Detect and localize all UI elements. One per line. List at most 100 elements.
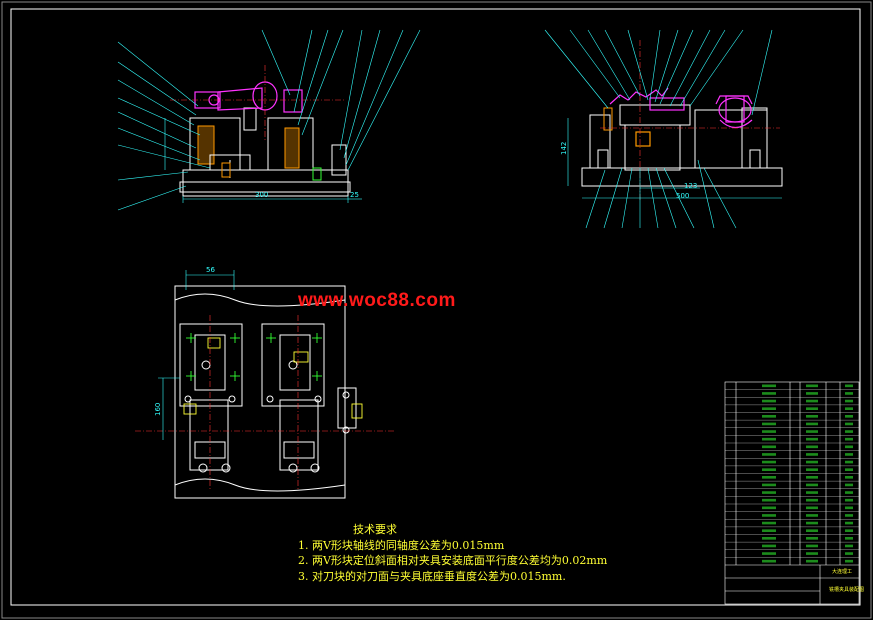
parts-row-mark: [806, 544, 818, 548]
parts-row-mark: [762, 476, 776, 479]
parts-row-mark: [806, 415, 818, 418]
parts-row-mark: [806, 476, 818, 479]
parts-row-mark: [762, 460, 776, 464]
parts-row-mark: [845, 384, 853, 388]
parts-row-mark: [762, 430, 776, 433]
parts-row-mark: [806, 422, 818, 426]
parts-row-mark: [762, 445, 776, 449]
front-view: [179, 107, 351, 197]
drawing-name: 铣槽夹具装配图: [829, 587, 865, 593]
parts-row-mark: [806, 521, 818, 525]
parts-row-mark: [806, 384, 818, 388]
parts-row-mark: [762, 407, 776, 410]
side-width-dim: 500: [676, 192, 689, 200]
parts-row-mark: [762, 483, 776, 487]
parts-row-mark: [762, 544, 776, 548]
parts-row-mark: [762, 529, 776, 532]
parts-row-mark: [806, 552, 818, 555]
parts-row-mark: [845, 392, 853, 395]
parts-row-mark: [806, 529, 818, 532]
side-inner-dim: 123: [684, 182, 697, 190]
side-height-dim: 142: [560, 142, 568, 155]
parts-row-mark: [762, 392, 776, 395]
parts-row-mark: [845, 529, 853, 532]
parts-row-mark: [762, 552, 776, 555]
parts-list-rows: [725, 389, 859, 558]
parts-row-mark: [762, 384, 776, 388]
parts-row-mark: [806, 514, 818, 517]
parts-row-mark: [762, 521, 776, 525]
parts-row-mark: [762, 559, 776, 563]
parts-row-mark: [845, 559, 853, 563]
parts-row-mark: [845, 521, 853, 525]
plan-view-highlight: [183, 337, 363, 419]
front-view-centerlines: [170, 65, 345, 140]
side-view: [581, 104, 783, 187]
parts-row-mark: [845, 437, 853, 441]
parts-row-mark: [806, 491, 818, 494]
parts-row-mark: [762, 506, 776, 510]
parts-row-mark: [845, 407, 853, 410]
side-view-highlight: [609, 87, 753, 147]
parts-row-mark: [845, 483, 853, 487]
plan-view-marks: [186, 333, 322, 381]
school-name: 大连理工: [832, 569, 853, 575]
parts-list-text: [762, 384, 853, 563]
parts-row-mark: [845, 445, 853, 449]
parts-row-mark: [762, 437, 776, 441]
parts-row-mark: [762, 415, 776, 418]
parts-row-mark: [806, 430, 818, 433]
parts-row-mark: [845, 422, 853, 426]
parts-row-mark: [806, 506, 818, 510]
parts-row-mark: [845, 537, 853, 540]
parts-row-mark: [762, 491, 776, 494]
front-side-dim: 25: [350, 191, 359, 199]
parts-row-mark: [762, 537, 776, 540]
parts-row-mark: [845, 453, 853, 456]
parts-row-mark: [762, 498, 776, 502]
parts-row-mark: [845, 476, 853, 479]
watermark: www.woc88.com: [298, 290, 456, 311]
parts-row-mark: [845, 468, 853, 471]
parts-row-mark: [806, 468, 818, 471]
plan-view: [174, 285, 357, 499]
parts-row-mark: [845, 399, 853, 403]
technical-requirements: 技术要求 1. 两V形块轴线的同轴度公差为0.015mm 2. 两V形块定位斜面…: [298, 522, 607, 584]
parts-row-mark: [806, 498, 818, 502]
parts-row-mark: [845, 506, 853, 510]
parts-row-mark: [845, 415, 853, 418]
parts-row-mark: [762, 453, 776, 456]
requirement-1: 1. 两V形块轴线的同轴度公差为0.015mm: [298, 538, 505, 552]
parts-row-mark: [806, 399, 818, 403]
front-view-leaders: [117, 29, 421, 211]
parts-row-mark: [806, 392, 818, 395]
requirements-title: 技术要求: [353, 523, 397, 536]
parts-row-mark: [845, 491, 853, 494]
plan-left-dim: 160: [154, 403, 162, 416]
parts-row-mark: [806, 445, 818, 449]
parts-row-mark: [806, 407, 818, 410]
parts-row-mark: [806, 559, 818, 563]
parts-row-mark: [806, 460, 818, 464]
drawing-frame: [10, 8, 861, 606]
requirement-2: 2. 两V形块定位斜面相对夹具安装底面平行度公差均为0.02mm: [298, 554, 608, 567]
parts-row-mark: [762, 468, 776, 471]
parts-row-mark: [806, 483, 818, 487]
requirement-3: 3. 对刀块的对刀面与夹具底座垂直度公差为0.015mm.: [298, 569, 566, 583]
parts-row-mark: [845, 460, 853, 464]
plan-top-dim: 56: [206, 266, 215, 274]
parts-row-mark: [845, 514, 853, 517]
parts-row-mark: [845, 498, 853, 502]
parts-row-mark: [806, 437, 818, 441]
parts-row-mark: [806, 453, 818, 456]
parts-row-mark: [762, 399, 776, 403]
parts-row-mark: [845, 552, 853, 555]
side-view-leaders: [544, 29, 782, 229]
parts-row-mark: [762, 422, 776, 426]
plan-view-dims: [158, 270, 235, 440]
parts-row-mark: [806, 537, 818, 540]
plan-view-centerlines: [135, 315, 395, 490]
parts-row-mark: [845, 544, 853, 548]
